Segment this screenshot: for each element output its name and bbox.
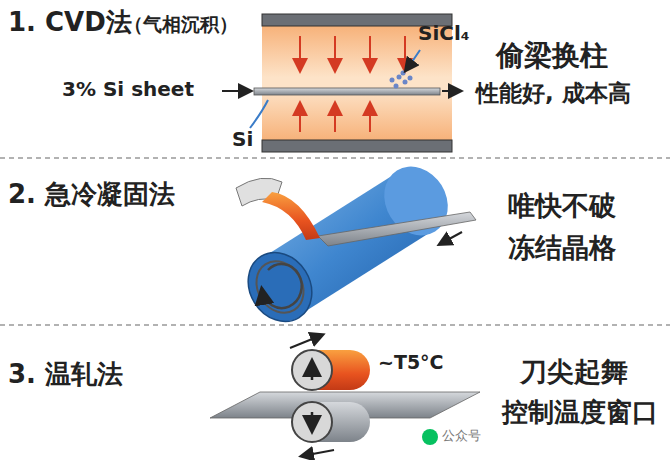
method-motto: 刀尖起舞 xyxy=(520,356,628,387)
material-label: 3% Si sheet xyxy=(62,78,194,101)
method-motto: 偷梁换柱 xyxy=(496,40,608,72)
temperature-label: ~T5°C xyxy=(378,352,444,374)
section-subtitle: （气相沉积） xyxy=(124,14,238,36)
section-title: 3. 温轧法 xyxy=(8,360,123,390)
section-title: 2. 急冷凝固法 xyxy=(8,180,175,210)
chemical-label: Si xyxy=(232,128,253,151)
section-title: 1. CVD法 xyxy=(8,8,132,38)
method-note: 控制温度窗口 xyxy=(502,398,658,428)
method-motto: 冻结晶格 xyxy=(508,232,616,263)
method-note: 性能好, 成本高 xyxy=(476,80,631,106)
method-motto: 唯快不破 xyxy=(508,190,616,221)
chemical-label: SiCl₄ xyxy=(418,22,470,45)
watermark: 公众号 xyxy=(442,429,481,444)
